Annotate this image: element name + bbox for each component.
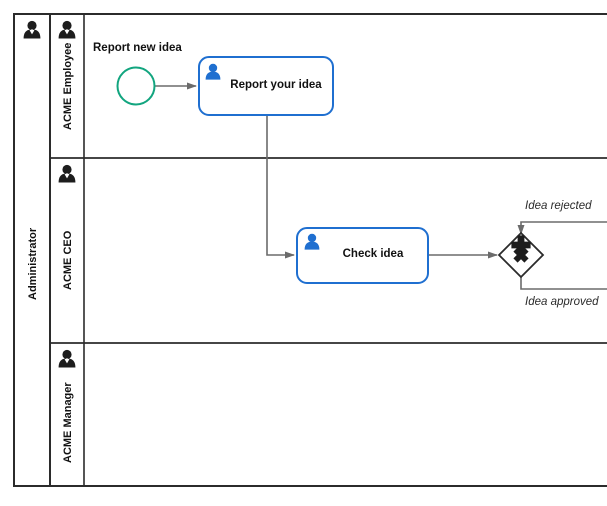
user-task-icon-check bbox=[304, 233, 320, 250]
start-event-label: Report new idea bbox=[93, 42, 182, 54]
task-check-idea[interactable] bbox=[296, 227, 429, 284]
lane-person-icon-employee bbox=[58, 20, 76, 39]
task-report-your-idea[interactable] bbox=[198, 56, 334, 116]
lane-title-acme-ceo: ACME CEO bbox=[62, 230, 74, 290]
pool-title-administrator: Administrator bbox=[27, 227, 39, 300]
flow-idea-approved[interactable] bbox=[520, 277, 607, 290]
task-check-idea-border bbox=[296, 227, 429, 284]
lane-title-acme-manager: ACME Manager bbox=[62, 382, 74, 463]
pool-person-icon bbox=[23, 20, 41, 39]
flow-label-idea-approved: Idea approved bbox=[525, 296, 599, 308]
cross-marker-icon bbox=[511, 235, 531, 263]
lane-person-icon-manager bbox=[58, 349, 76, 368]
task-check-idea-label: Check idea bbox=[342, 248, 404, 260]
task-report-your-idea-label: Report your idea bbox=[230, 79, 322, 91]
flow-idea-rejected[interactable] bbox=[517, 221, 607, 235]
task-report-your-idea-border bbox=[198, 56, 334, 116]
user-task-icon-report bbox=[205, 63, 221, 80]
lane-title-acme-employee: ACME Employee bbox=[62, 42, 74, 130]
gateway-idea-decision[interactable] bbox=[497, 231, 545, 279]
lane-person-icon-ceo bbox=[58, 164, 76, 183]
start-event-report-new-idea[interactable] bbox=[116, 66, 156, 106]
flow-label-idea-rejected: Idea rejected bbox=[525, 200, 592, 212]
flow-report-to-check[interactable] bbox=[266, 115, 295, 259]
